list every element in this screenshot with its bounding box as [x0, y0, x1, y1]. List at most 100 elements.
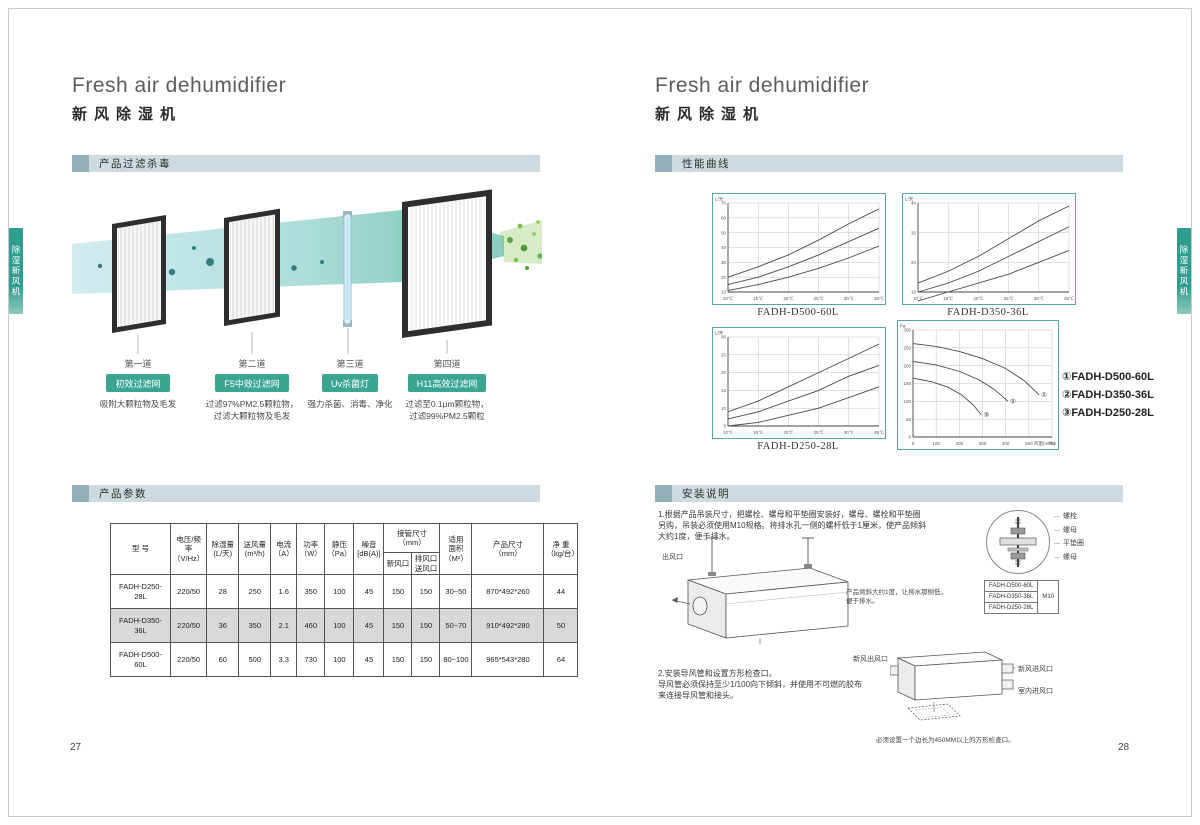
filter-stage-1: 第一道初效过滤网吸附大颗粒物及毛发 [63, 357, 213, 410]
table-cell: 45 [353, 608, 385, 643]
svg-text:15℃: 15℃ [753, 430, 763, 435]
table-cell: 150 [383, 642, 413, 677]
table-header-cell: 适用 面积 （M²） [439, 523, 473, 575]
section-square-icon [655, 485, 672, 502]
install-step1-text: 1.根据产品吊装尺寸，把螺栓、螺母和平垫圈安装好，螺母、螺栓和平垫圈 另购，吊装… [658, 510, 927, 541]
svg-text:30: 30 [911, 230, 917, 235]
stage-description: 强力杀菌、消毒、净化 [307, 399, 393, 409]
section-square-icon [72, 155, 89, 172]
svg-text:30: 30 [721, 260, 727, 265]
svg-text:300: 300 [979, 441, 987, 446]
section-header-params: 产品参数 [72, 485, 540, 502]
table-cell: 460 [296, 608, 326, 643]
stage-name: 第二道 [238, 359, 266, 369]
table-cell: 350 [238, 608, 272, 643]
duct-label-left: 新风出风口 [853, 656, 888, 663]
stage-description: 过滤97%PM2.5颗粒物， 过滤大颗粒物及毛发 [205, 399, 299, 421]
install-step2-text: 2.安装导风管和设置方形检查口。 导风管必须保持至少1/100向下倾斜，并使用不… [658, 669, 863, 700]
svg-text:10: 10 [721, 290, 727, 295]
svg-text:35℃: 35℃ [874, 296, 884, 301]
page-title-zh-right: 新风除湿机 [655, 106, 766, 123]
svg-text:600: 600 [1048, 441, 1056, 446]
svg-text:15℃: 15℃ [753, 296, 763, 301]
bolt-table-model: FADH-D500-60L [983, 580, 1039, 592]
chart-caption-d500: FADH-D500-60L [757, 307, 839, 318]
table-cell: 500 [238, 642, 272, 677]
svg-text:10℃: 10℃ [723, 296, 733, 301]
svg-text:250: 250 [903, 345, 911, 350]
svg-text:20℃: 20℃ [783, 296, 793, 301]
svg-text:10: 10 [911, 290, 917, 295]
table-cell: 150 [383, 574, 413, 609]
svg-text:30℃: 30℃ [844, 296, 854, 301]
section-header-filter: 产品过滤杀毒 [72, 155, 540, 172]
table-header-cell: 除湿量 (L/天) [206, 523, 240, 575]
svg-text:20℃: 20℃ [973, 296, 983, 301]
svg-text:Pa: Pa [900, 324, 906, 329]
svg-text:25℃: 25℃ [1004, 296, 1014, 301]
stage-description: 过滤至0.1μm颗粒物， 过滤99%PM2.5颗粒 [405, 399, 489, 421]
side-tab-right: 除湿新风机 [1177, 228, 1191, 314]
bolt-part-label: 螺栓 [1054, 511, 1084, 525]
stage-name: 第一道 [124, 359, 152, 369]
table-header-cell: 排风口 送风口 [411, 552, 441, 575]
svg-text:①: ① [1041, 392, 1047, 399]
svg-text:100: 100 [903, 399, 911, 404]
duct-label-right-bottom: 室内进风口 [1018, 688, 1053, 695]
stage-label-badge: F5中效过滤网 [215, 374, 289, 392]
svg-text:60: 60 [721, 215, 727, 220]
table-cell: 3.3 [270, 642, 298, 677]
section-header-install: 安装说明 [655, 485, 1123, 502]
table-header-cell: 电流 （A） [270, 523, 298, 575]
svg-text:0: 0 [908, 435, 911, 440]
table-header-cell: 电压/频率 （V/Hz） [169, 523, 208, 575]
chart-legend: ①FADH-D500-60L ②FADH-D350-36L ③FADH-D250… [1062, 371, 1154, 419]
table-cell: 150 [383, 608, 413, 643]
bolt-part-labels: 螺栓螺母平垫圈螺母 [1054, 511, 1084, 565]
bolt-table-model: FADH-D350-36L [983, 591, 1039, 603]
table-cell: 64 [543, 642, 579, 677]
page-title-zh-left: 新风除湿机 [72, 106, 183, 123]
svg-text:L/天: L/天 [905, 197, 914, 203]
page-number-right: 28 [1118, 742, 1130, 753]
svg-text:50: 50 [906, 417, 912, 422]
table-header-cell: 静压 （Pa） [324, 523, 355, 575]
table-header-cell: 噪音 [dB(A)] [353, 523, 385, 575]
table-cell: 100 [324, 574, 355, 609]
side-tab-left: 除湿新风机 [9, 228, 23, 314]
svg-text:15: 15 [721, 388, 727, 393]
table-cell: 220/50 [169, 608, 208, 643]
filter-stage-2: 第二道 F5中效过滤网过滤97%PM2.5颗粒物， 过滤大颗粒物及毛发 [177, 357, 327, 422]
svg-text:30: 30 [721, 335, 727, 340]
table-cell: 50~70 [439, 608, 473, 643]
table-cell: 60 [206, 642, 240, 677]
filter-stages: 第一道初效过滤网吸附大颗粒物及毛发 第二道 F5中效过滤网过滤97%PM2.5颗粒物… [0, 357, 600, 437]
bolt-part-label: 螺母 [1054, 552, 1084, 566]
svg-text:20: 20 [721, 370, 727, 375]
svg-text:35℃: 35℃ [1064, 296, 1074, 301]
table-cell: 220/50 [169, 642, 208, 677]
stage-description: 吸附大颗粒物及毛发 [99, 399, 177, 409]
svg-text:50: 50 [721, 230, 727, 235]
table-cell: 250 [238, 574, 272, 609]
table-cell: 350 [296, 574, 326, 609]
table-header-cell: 净 重 （kg/台） [543, 523, 579, 575]
table-cell: 45 [353, 642, 385, 677]
chart-caption-d350: FADH-D350-36L [947, 307, 1029, 318]
svg-text:20: 20 [721, 275, 727, 280]
stage-label-badge: H11高效过滤网 [407, 374, 487, 392]
svg-text:300: 300 [903, 328, 911, 333]
table-cell: 150 [411, 574, 441, 609]
svg-text:10℃: 10℃ [913, 296, 923, 301]
bolt-part-label: 螺母 [1054, 525, 1084, 539]
svg-text:25℃: 25℃ [814, 296, 824, 301]
svg-text:L/天: L/天 [715, 331, 724, 337]
section-square-icon [72, 485, 89, 502]
svg-text:0: 0 [912, 441, 915, 446]
